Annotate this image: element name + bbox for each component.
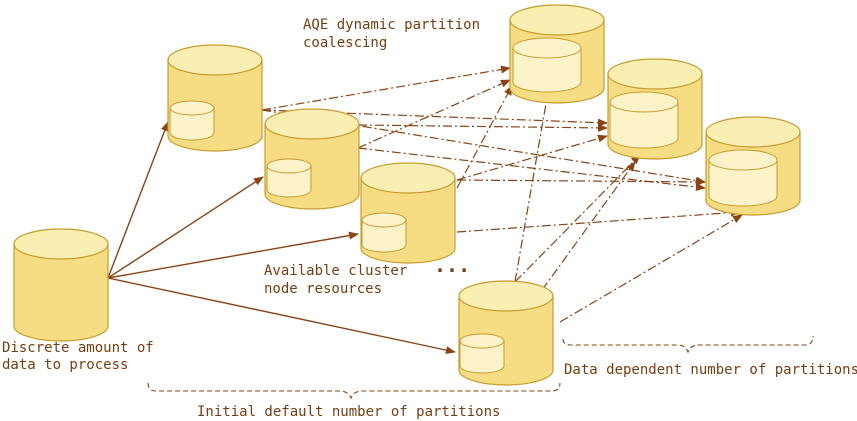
initial-partitions-brace xyxy=(147,382,561,400)
small-data-block xyxy=(459,333,505,374)
initial-partitions-label: Initial default number of partitions xyxy=(197,404,501,420)
large-data-block xyxy=(609,91,679,149)
coalesce-arrow xyxy=(514,91,551,283)
more-partitions-ellipsis: ... xyxy=(434,253,471,277)
initial-partition-arrows xyxy=(107,121,456,355)
aqe-coalescing-label-line1: AQE dynamic partition xyxy=(303,17,481,33)
coalesce-arrow xyxy=(559,214,743,323)
coalesce-arrow xyxy=(456,208,741,233)
source-data-label-line2: data to process xyxy=(2,357,129,373)
large-data-block xyxy=(708,149,778,207)
arrow-source-to-partition-1 xyxy=(107,121,169,279)
small-data-block xyxy=(361,212,407,253)
coalesce-arrow xyxy=(456,177,706,186)
small-data-block xyxy=(169,100,215,141)
coalesce-arrow xyxy=(514,154,641,283)
large-data-block xyxy=(512,37,582,93)
coalesce-arrow xyxy=(456,134,608,181)
source-data-cylinder xyxy=(13,228,109,342)
partition-cylinder-n xyxy=(458,280,554,386)
coalesce-arrow xyxy=(456,85,513,189)
cluster-resources-label-line1: Available cluster xyxy=(264,263,408,279)
source-data-label-line1: Discrete amount of xyxy=(2,340,154,356)
coalesce-arrow xyxy=(357,79,511,149)
arrow-source-to-partition-2 xyxy=(107,176,264,279)
coalesce-arrow xyxy=(357,123,608,132)
coalesced-cylinder-1 xyxy=(509,4,605,104)
coalesced-cylinder-2 xyxy=(607,58,703,160)
arrow-source-to-partition-n xyxy=(107,277,456,355)
coalesce-arrow xyxy=(541,161,636,291)
cluster-resources-label-line2: node resources xyxy=(264,281,383,297)
coalesce-arrow xyxy=(261,65,511,111)
dependent-partitions-brace xyxy=(562,335,814,354)
coalesced-cylinder-3 xyxy=(705,116,801,216)
small-data-block xyxy=(266,158,312,198)
partition-cylinder-2 xyxy=(264,108,360,210)
dependent-partitions-label: Data dependent number of partitions xyxy=(564,362,857,378)
partition-cylinder-1 xyxy=(167,44,263,152)
aqe-coalescing-label-line2: coalescing xyxy=(303,35,388,51)
partition-cylinder-3 xyxy=(360,162,456,264)
arrow-source-to-partition-3 xyxy=(107,231,359,279)
